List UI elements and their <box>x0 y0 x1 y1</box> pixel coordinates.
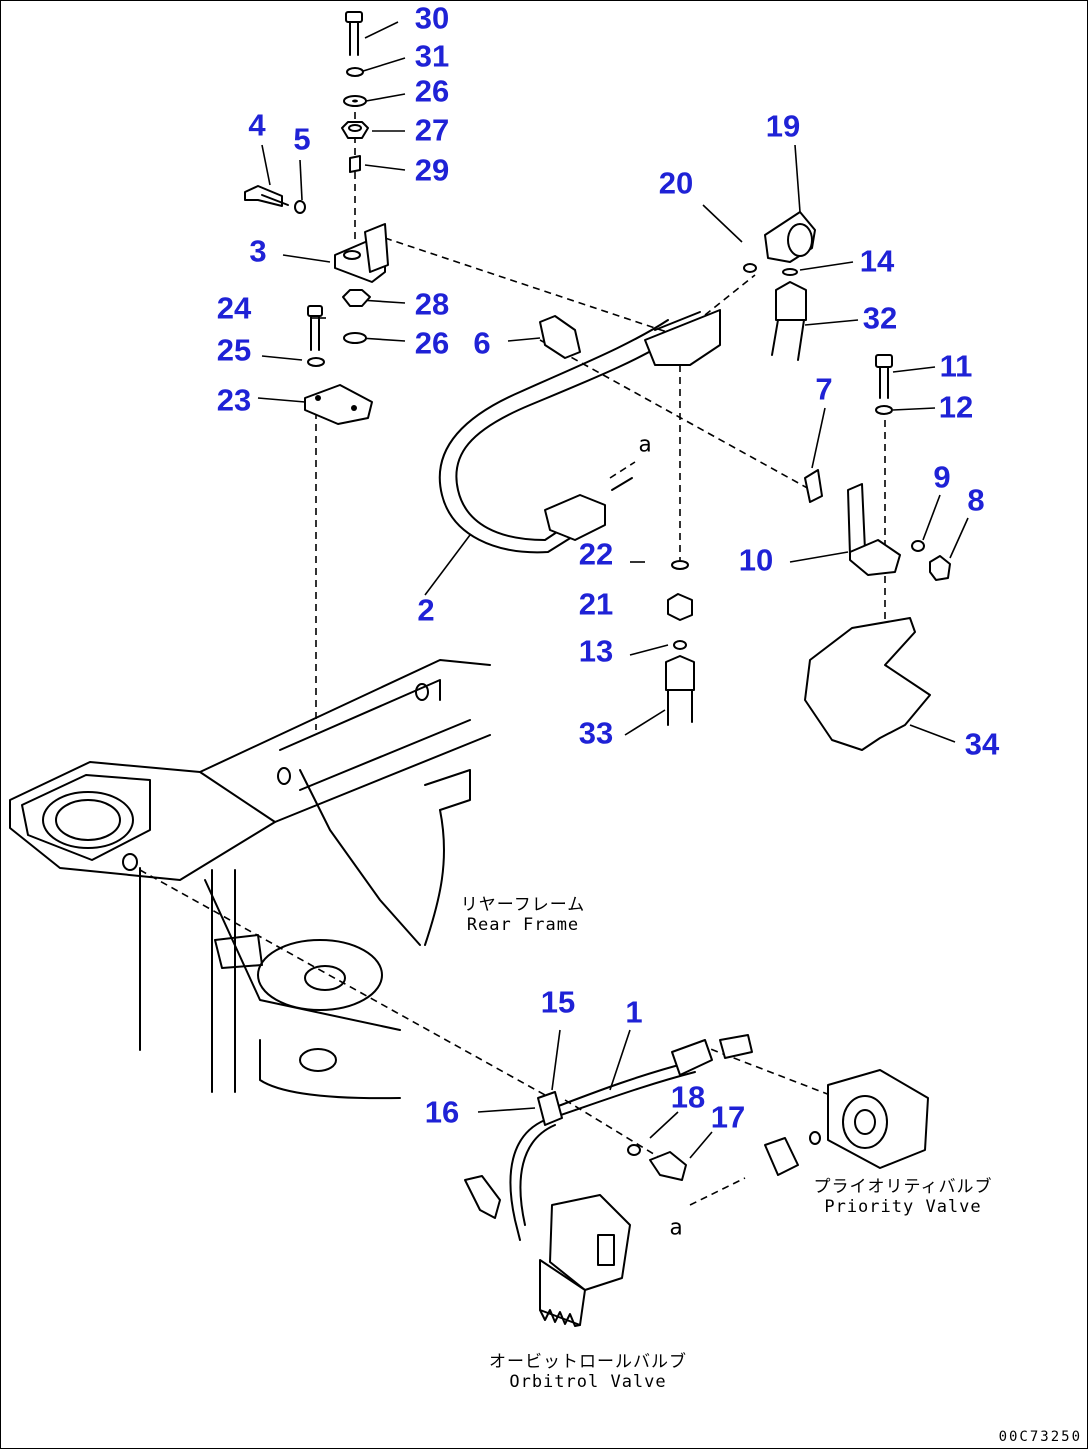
clamp-7 <box>804 469 823 503</box>
caption-orbitrol-valve-en: Orbitrol Valve <box>509 1371 667 1392</box>
callout-11: 11 <box>939 348 973 384</box>
callout-32: 32 <box>862 300 898 336</box>
callout-19: 19 <box>765 108 801 144</box>
drawing-code: 00C73250 <box>998 1429 1082 1445</box>
caption-priority-valve-jp: プライオリティバルブ <box>813 1177 993 1197</box>
callout-26-top: 26 <box>414 73 450 109</box>
hose-32 <box>771 268 807 361</box>
callout-3: 3 <box>249 233 267 269</box>
clamp-6 <box>539 315 581 359</box>
callout-6: 6 <box>473 325 491 361</box>
connection-mark-lower: a <box>669 1215 683 1241</box>
callout-31: 31 <box>414 38 450 74</box>
callout-15: 15 <box>540 984 576 1020</box>
callout-33: 33 <box>578 715 614 751</box>
caption-orbitrol-valve: オービットロールバルブ Orbitrol Valve <box>489 1352 687 1392</box>
callout-18: 18 <box>670 1079 706 1115</box>
connection-mark-upper: a <box>638 432 652 458</box>
callout-9: 9 <box>933 459 951 495</box>
callout-24: 24 <box>216 290 252 326</box>
bolt-stack-top <box>341 11 369 173</box>
callout-22: 22 <box>578 536 614 572</box>
callout-13: 13 <box>578 633 614 669</box>
rear-frame <box>9 659 491 1100</box>
callout-2: 2 <box>417 592 435 628</box>
callout-16: 16 <box>424 1094 460 1130</box>
callout-34: 34 <box>964 726 1000 762</box>
elbow-19 <box>743 211 816 273</box>
callout-29: 29 <box>414 152 450 188</box>
callout-28: 28 <box>414 286 450 322</box>
callout-12: 12 <box>938 389 974 425</box>
callout-27: 27 <box>414 112 450 148</box>
callout-21: 21 <box>578 586 614 622</box>
callout-1: 1 <box>625 994 643 1030</box>
caption-rear-frame: リヤーフレーム Rear Frame <box>460 895 586 935</box>
orbitrol-valve <box>539 1194 631 1327</box>
hose-2 <box>438 309 721 554</box>
callout-5: 5 <box>293 121 311 157</box>
callout-25: 25 <box>216 332 252 368</box>
plate-23-assy <box>304 305 373 425</box>
bracket-3 <box>334 223 389 344</box>
callout-4: 4 <box>248 107 266 143</box>
callout-8: 8 <box>967 482 985 518</box>
callout-30: 30 <box>414 0 450 36</box>
caption-priority-valve: プライオリティバルブ Priority Valve <box>813 1177 993 1217</box>
callout-17: 17 <box>710 1099 746 1135</box>
caption-priority-valve-en: Priority Valve <box>824 1196 982 1217</box>
plate-34 <box>804 617 931 751</box>
callout-7: 7 <box>815 371 833 407</box>
callout-20: 20 <box>658 165 694 201</box>
callout-14: 14 <box>859 243 895 279</box>
caption-orbitrol-valve-jp: オービットロールバルブ <box>489 1352 687 1372</box>
fitting-stack-center <box>665 560 695 726</box>
bolt-4-washer-5 <box>244 185 306 214</box>
callout-10: 10 <box>738 542 774 578</box>
priority-valve <box>764 1069 929 1176</box>
caption-rear-frame-jp: リヤーフレーム <box>460 895 586 915</box>
leader-lines <box>257 21 969 1159</box>
callout-26-bottom: 26 <box>414 325 450 361</box>
bolt-11 <box>875 354 893 415</box>
caption-rear-frame-en: Rear Frame <box>466 914 580 935</box>
bracket-10 <box>847 483 951 581</box>
hose-1 <box>464 1034 753 1241</box>
callout-23: 23 <box>216 382 252 418</box>
